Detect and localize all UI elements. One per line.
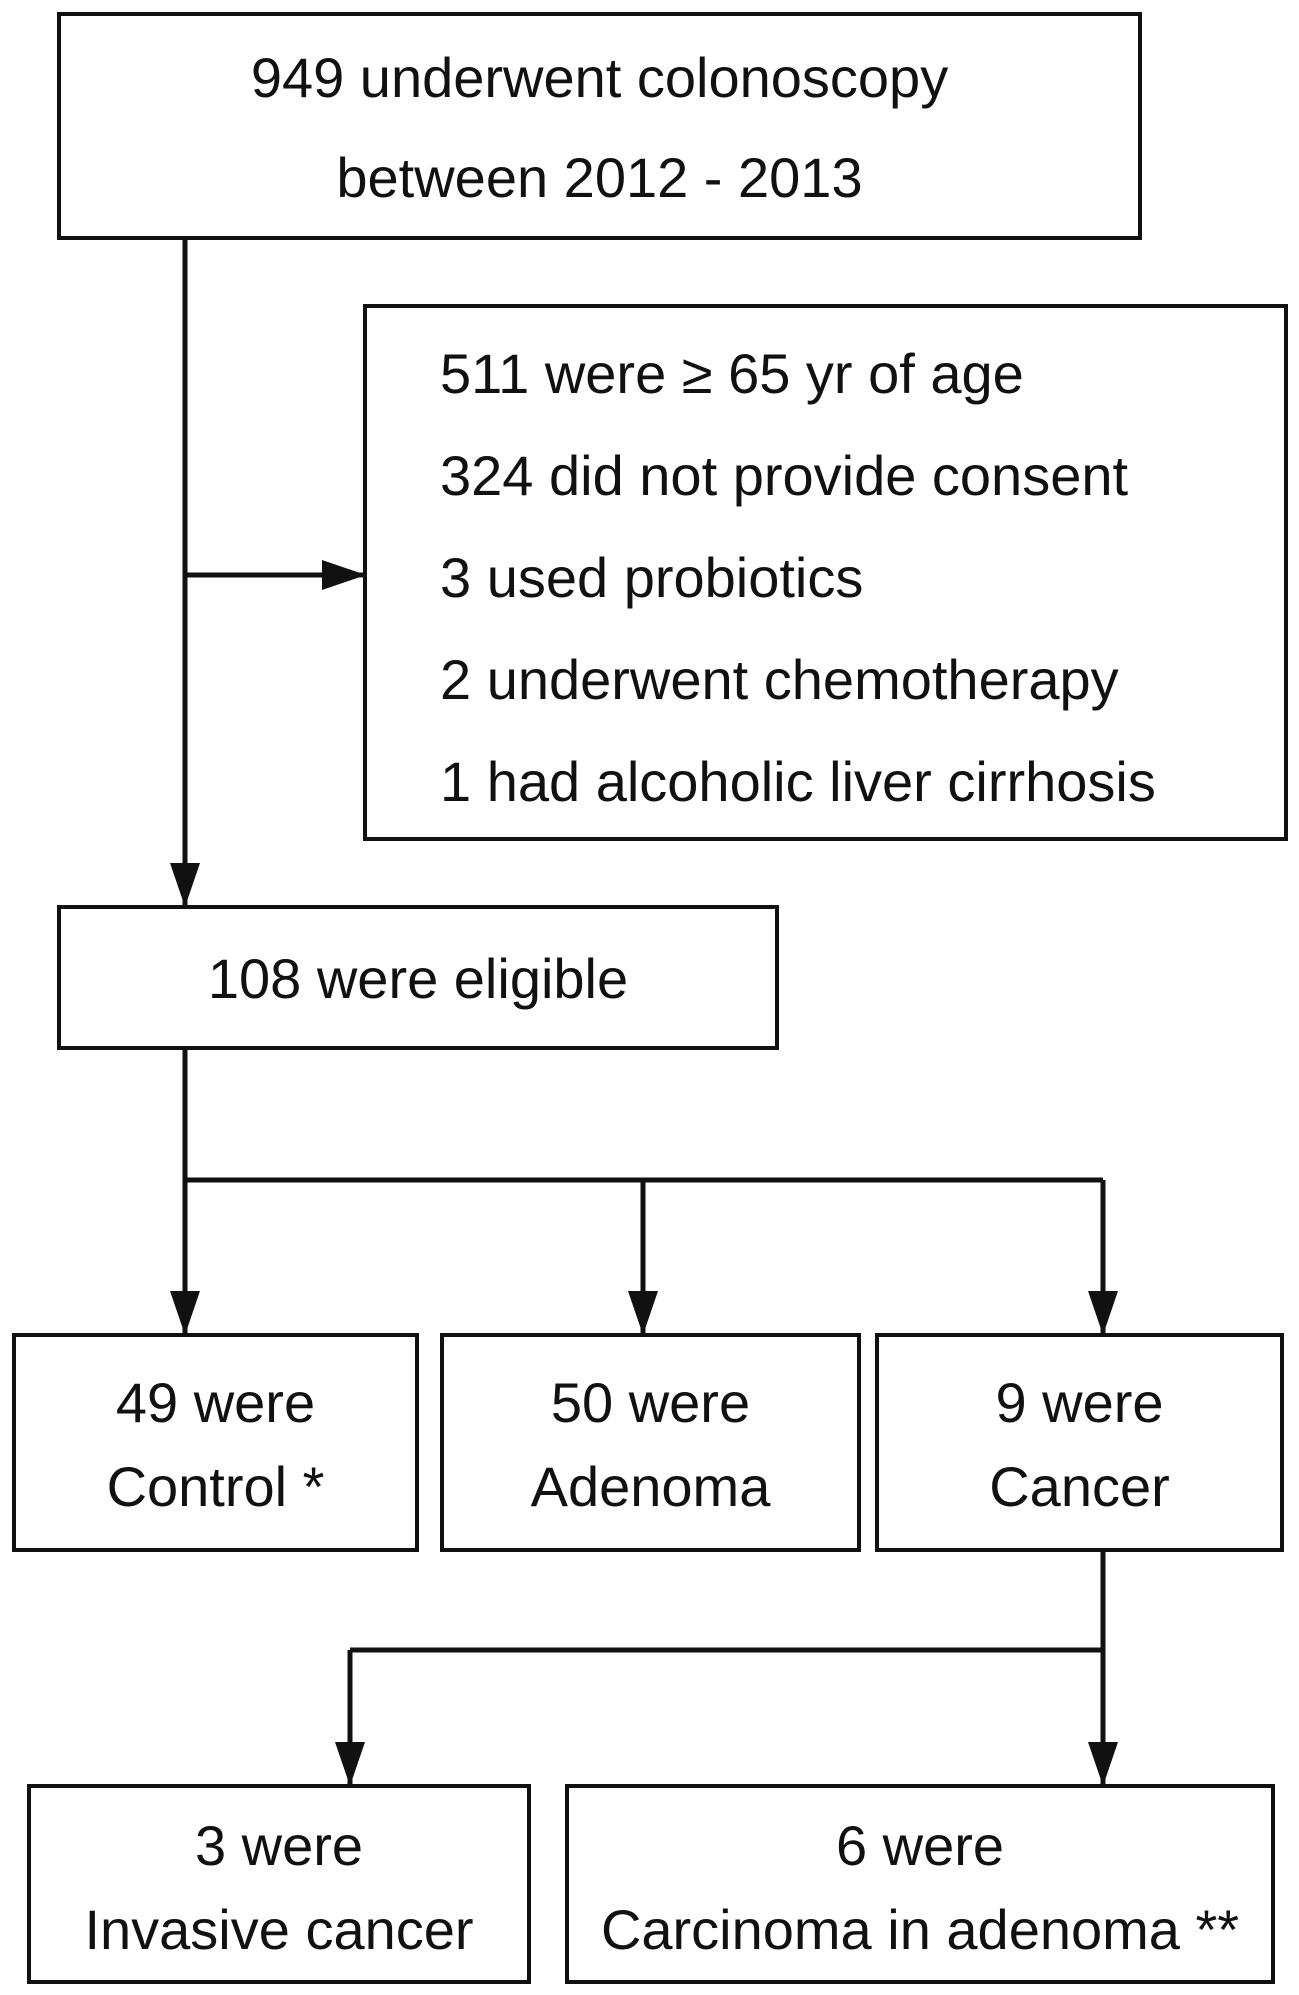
node-cancer-line-1: 9 were xyxy=(995,1371,1164,1434)
exclusion-line-5: 1 had alcoholic liver cirrhosis xyxy=(440,750,1156,813)
node-start-line-2: between 2012 - 2013 xyxy=(336,146,863,209)
node-adenoma-line-2: Adenoma xyxy=(530,1455,771,1518)
node-adenoma-line-1: 50 were xyxy=(550,1371,751,1434)
node-cancer: 9 were Cancer xyxy=(875,1333,1284,1552)
exclusion-line-2: 324 did not provide consent xyxy=(440,444,1129,507)
node-start: 949 underwent colonoscopy between 2012 -… xyxy=(57,12,1142,240)
exclusion-line-4: 2 underwent chemotherapy xyxy=(440,648,1119,711)
node-eligible-line-1: 108 were eligible xyxy=(207,947,629,1010)
node-carcinoma-line-1: 6 were xyxy=(835,1814,1005,1877)
node-carcinoma-line-2: Carcinoma in adenoma ** xyxy=(600,1898,1240,1961)
node-adenoma: 50 were Adenoma xyxy=(440,1333,861,1552)
node-invasive-line-1: 3 were xyxy=(194,1814,364,1877)
node-exclusions: 511 were ≥ 65 yr of age 324 did not prov… xyxy=(363,304,1288,841)
exclusion-line-1: 511 were ≥ 65 yr of age xyxy=(440,342,1024,405)
node-carcinoma: 6 were Carcinoma in adenoma ** xyxy=(565,1784,1275,1984)
node-control: 49 were Control * xyxy=(12,1333,419,1552)
node-eligible: 108 were eligible xyxy=(57,905,779,1050)
node-cancer-line-2: Cancer xyxy=(989,1455,1170,1518)
node-invasive: 3 were Invasive cancer xyxy=(27,1784,531,1984)
exclusion-line-3: 3 used probiotics xyxy=(440,546,864,609)
node-start-line-1: 949 underwent colonoscopy xyxy=(250,46,949,109)
node-control-line-1: 49 were xyxy=(115,1371,316,1434)
node-control-line-2: Control * xyxy=(106,1455,325,1518)
node-invasive-line-2: Invasive cancer xyxy=(84,1898,474,1961)
